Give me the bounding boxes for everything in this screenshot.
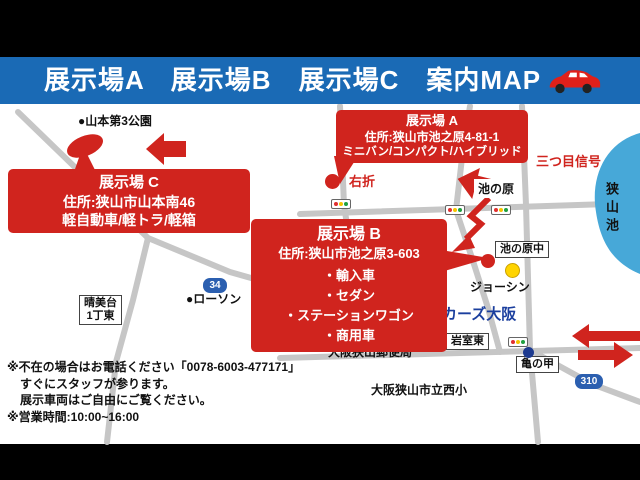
callout-b-item: ・ステーションワゴン bbox=[284, 307, 414, 323]
callout-c-title: 展示場 C bbox=[98, 174, 159, 191]
callout-b-pointer bbox=[441, 250, 489, 272]
route-shield-310: 310 bbox=[575, 374, 603, 389]
note-staff: すぐにスタッフが参ります。 bbox=[20, 376, 175, 391]
label-kame-no-kou: 亀の甲 bbox=[516, 356, 559, 374]
callout-c-vehicles: 軽自動車/軽トラ/軽箱 bbox=[62, 211, 196, 228]
notes-block: ※不在の場合はお電話ください「0078-6003-477171」 すぐにスタッフ… bbox=[7, 359, 300, 425]
label-cars-osaka: カーズ大阪 bbox=[442, 306, 517, 323]
marker-kame-no-kou bbox=[523, 347, 534, 358]
callout-a-title: 展示場 A bbox=[405, 113, 458, 128]
traffic-light-icon bbox=[331, 199, 351, 209]
callout-lot-b: 展示場 B 住所:狭山市池之原3-603 ・輸入車 ・セダン ・ステーションワゴ… bbox=[251, 219, 447, 353]
callout-lot-c: 展示場 C 住所:狭山市山本南46 軽自動車/軽トラ/軽箱 bbox=[8, 169, 250, 233]
callout-b-item: ・セダン bbox=[322, 287, 375, 303]
marker-joshin bbox=[505, 263, 520, 278]
callout-a-address: 住所:狭山市池之原4-81-1 bbox=[364, 129, 500, 144]
callout-b-item: ・商用車 bbox=[322, 328, 375, 344]
traffic-light-icon bbox=[491, 205, 511, 215]
label-yamamoto-park: ●山本第3公園 bbox=[78, 114, 152, 128]
traffic-light-icon bbox=[445, 205, 465, 215]
label-ikenohara-naka: 池の原中 bbox=[495, 241, 549, 259]
label-sayama-lake: 狭山池 bbox=[604, 182, 619, 236]
label-third-signal: 三つ目信号 bbox=[536, 154, 602, 169]
callout-lot-a: 展示場 A 住所:狭山市池之原4-81-1 ミニバン/コンパクト/ハイブリッド bbox=[336, 110, 528, 164]
label-ikenohara: 池の原 bbox=[474, 179, 519, 198]
callout-b-title: 展示場 B bbox=[316, 226, 381, 243]
header-bar: 展示場A 展示場B 展示場C 案内MAP bbox=[0, 57, 640, 104]
label-joshin: ジョーシン bbox=[470, 280, 530, 294]
callout-a-vehicles: ミニバン/コンパクト/ハイブリッド bbox=[342, 146, 522, 159]
traffic-light-icon bbox=[508, 337, 528, 347]
note-free-viewing: 展示車両はご自由にご覧ください。 bbox=[20, 393, 212, 408]
callout-a-pointer bbox=[334, 156, 358, 184]
note-hours: ※営業時間:10:00~16:00 bbox=[7, 409, 140, 424]
page-title: 展示場A 展示場B 展示場C 案内MAP bbox=[44, 65, 542, 95]
label-iwamuro-higashi: 岩室東 bbox=[446, 333, 489, 351]
callout-c-pointer bbox=[74, 146, 96, 172]
route-shield-34: 34 bbox=[203, 278, 227, 293]
callout-c-address: 住所:狭山市山本南46 bbox=[62, 193, 196, 210]
callout-b-item: ・輸入車 bbox=[322, 267, 375, 283]
label-nishi-elementary: 大阪狭山市立西小 bbox=[371, 383, 468, 397]
car-icon bbox=[549, 70, 601, 94]
note-phone: ※不在の場合はお電話ください「0078-6003-477171」 bbox=[7, 360, 301, 374]
label-harumidai: 晴美台 1丁東 bbox=[79, 295, 122, 326]
callout-b-address: 住所:狭山市池之原3-603 bbox=[278, 245, 420, 261]
